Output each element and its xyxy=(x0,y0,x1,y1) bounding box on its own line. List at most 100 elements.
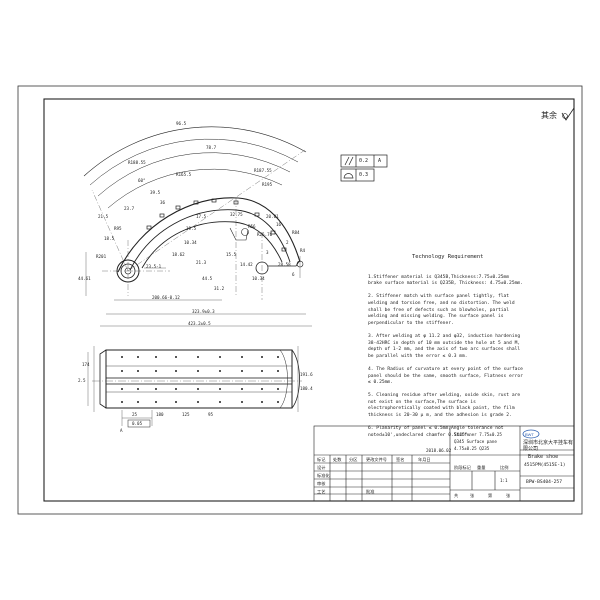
dimension-label: 36 xyxy=(160,200,166,205)
inner-frame xyxy=(43,98,575,502)
dimension-label: R56 xyxy=(248,224,256,229)
dimension-label: R95 xyxy=(114,226,122,231)
tolerance-value: 0.2 xyxy=(359,158,369,164)
dimension-label: 23.7 xyxy=(124,206,135,211)
dimension-label: 2.5 xyxy=(78,378,86,383)
dimension-label: 15.5 xyxy=(226,252,237,257)
dimension-label: 3 xyxy=(266,250,269,255)
part-code: 4515PM(4515E-1) xyxy=(524,463,566,468)
material-line: Stiffener 7.75±0.25 xyxy=(454,432,502,437)
note-item: 1.Stiffener material is Q345B,Thickness:… xyxy=(368,274,523,287)
dimension-label: 19.5 xyxy=(186,226,197,231)
dimension-label: 44.61 xyxy=(78,276,91,281)
dimension-label: R195 xyxy=(262,182,273,187)
note-item: 2. Stiffener match with surface panel ti… xyxy=(368,294,515,326)
outer-frame xyxy=(17,85,583,515)
dimension-label: 180.4 xyxy=(300,386,313,391)
dimension-label: 25 xyxy=(132,412,138,417)
role-cell: 工艺 xyxy=(317,489,326,494)
dimension-label: 20.01 xyxy=(266,214,279,219)
dimension-label: 191.6 xyxy=(300,372,313,377)
dimension-label: 16 xyxy=(276,222,282,227)
material-line: Q345 Surface pane xyxy=(454,439,497,444)
dimension-label: 44.5 xyxy=(202,276,213,281)
dimension-label: 21.3 xyxy=(196,260,207,265)
note-item: 5. Cleaning residue after welding, oxide… xyxy=(368,393,521,419)
dimension-label: 96.5 xyxy=(176,121,187,126)
stage-cell: 阶段标记 xyxy=(454,465,471,470)
dimension-label: 423.2±0.5 xyxy=(188,321,211,326)
dimension-label: 10.34 xyxy=(184,240,197,245)
header-cell: 分区 xyxy=(349,457,358,462)
notes-title: Technology Requirement xyxy=(412,254,484,260)
dimension-label: 31.2 xyxy=(214,286,225,291)
profile-icon xyxy=(343,173,354,179)
dimension-label: 28.58 xyxy=(278,262,291,267)
dimension-label: 180 xyxy=(156,412,164,417)
sheet-cell: 张 xyxy=(506,493,511,498)
dimension-label: 95 xyxy=(208,412,214,417)
tolerance-frames xyxy=(340,154,388,182)
sheet-cell: 张 xyxy=(470,493,475,498)
header-cell: 处数 xyxy=(333,457,342,462)
role-cell: 审核 xyxy=(317,481,326,486)
dimension-label: 2 xyxy=(286,240,289,245)
dimension-label: 14.42 xyxy=(240,262,253,267)
sheet-cell: 共 xyxy=(454,493,459,498)
dimension-label: 18.62 xyxy=(172,252,185,257)
dimension-label: 174 xyxy=(82,362,90,367)
top-view xyxy=(83,126,312,327)
dimension-label: R26.76 xyxy=(257,232,273,237)
header-cell: 标记 xyxy=(317,457,326,462)
svg-text:BWT: BWT xyxy=(525,432,534,437)
dimension-label: 60° xyxy=(138,178,146,183)
dimension-label: R84 xyxy=(292,230,300,235)
stage-cell: 重量 xyxy=(477,465,486,470)
dimension-label: 18.5 xyxy=(104,236,115,241)
scale-value: 1:1 xyxy=(500,478,508,483)
note-item: 4. The Radius of curvature at every poin… xyxy=(368,366,523,386)
bottom-view-holes xyxy=(121,356,279,403)
role-cell: 标准化 xyxy=(317,473,330,478)
dimension-label: 323.9±0.3 xyxy=(192,309,215,314)
corner-mark: 其余 xyxy=(541,111,557,120)
bottom-view xyxy=(87,346,302,428)
header-cell: 年月日 xyxy=(418,457,431,462)
dimension-label: 200.66-0.12 xyxy=(152,295,180,300)
parallelism-icon xyxy=(344,156,350,166)
date-cell: 2018.06.02 xyxy=(426,448,452,453)
header-cell: 更改文件号 xyxy=(366,457,387,462)
tolerance-datum: A xyxy=(378,158,382,164)
dimension-label: 0.05 xyxy=(132,421,143,426)
dimension-label: 21.5 xyxy=(98,214,109,219)
company-logo: BWT xyxy=(522,429,540,439)
technical-notes: 1.Stiffener material is Q345B,Thickness:… xyxy=(368,268,523,446)
role-cell: 批准 xyxy=(366,489,375,494)
dimension-label: R188.55 xyxy=(128,160,146,165)
stage-cell: 比例 xyxy=(500,465,509,470)
dimension-label: 39.5 xyxy=(150,190,161,195)
sheet-cell: 第 xyxy=(488,493,493,498)
dimension-label: 6 xyxy=(292,272,295,277)
dimension-label: 125 xyxy=(182,412,190,417)
dimension-label: R165.5 xyxy=(176,172,192,177)
header-cell: 签名 xyxy=(396,457,405,462)
dimension-label: 32.75 xyxy=(230,212,243,217)
tolerance-value: 0.3 xyxy=(359,172,369,178)
note-item: 3. After welding at φ 11.2 and φ32, indu… xyxy=(368,333,521,359)
dimension-label: 78.7 xyxy=(206,145,217,150)
leader-label: A xyxy=(120,428,123,433)
dimension-label: 23.5-1 xyxy=(146,264,162,269)
title-block-grid xyxy=(313,425,575,502)
surface-finish-icon xyxy=(561,107,575,121)
dimension-label: R4 xyxy=(300,248,306,253)
material-line: 4.75±0.25 Q235 xyxy=(454,446,490,451)
part-name: Brake shoe xyxy=(528,454,559,460)
company-name: 深圳市北京大平挂车有限公司 xyxy=(523,440,574,452)
dimension-label: R201 xyxy=(96,254,107,259)
role-cell: 设计 xyxy=(317,465,326,470)
drawing-number: BPW-BS404-257 xyxy=(526,480,562,485)
dimension-label: R187.55 xyxy=(254,168,272,173)
dimension-label: 10.34 xyxy=(252,276,265,281)
